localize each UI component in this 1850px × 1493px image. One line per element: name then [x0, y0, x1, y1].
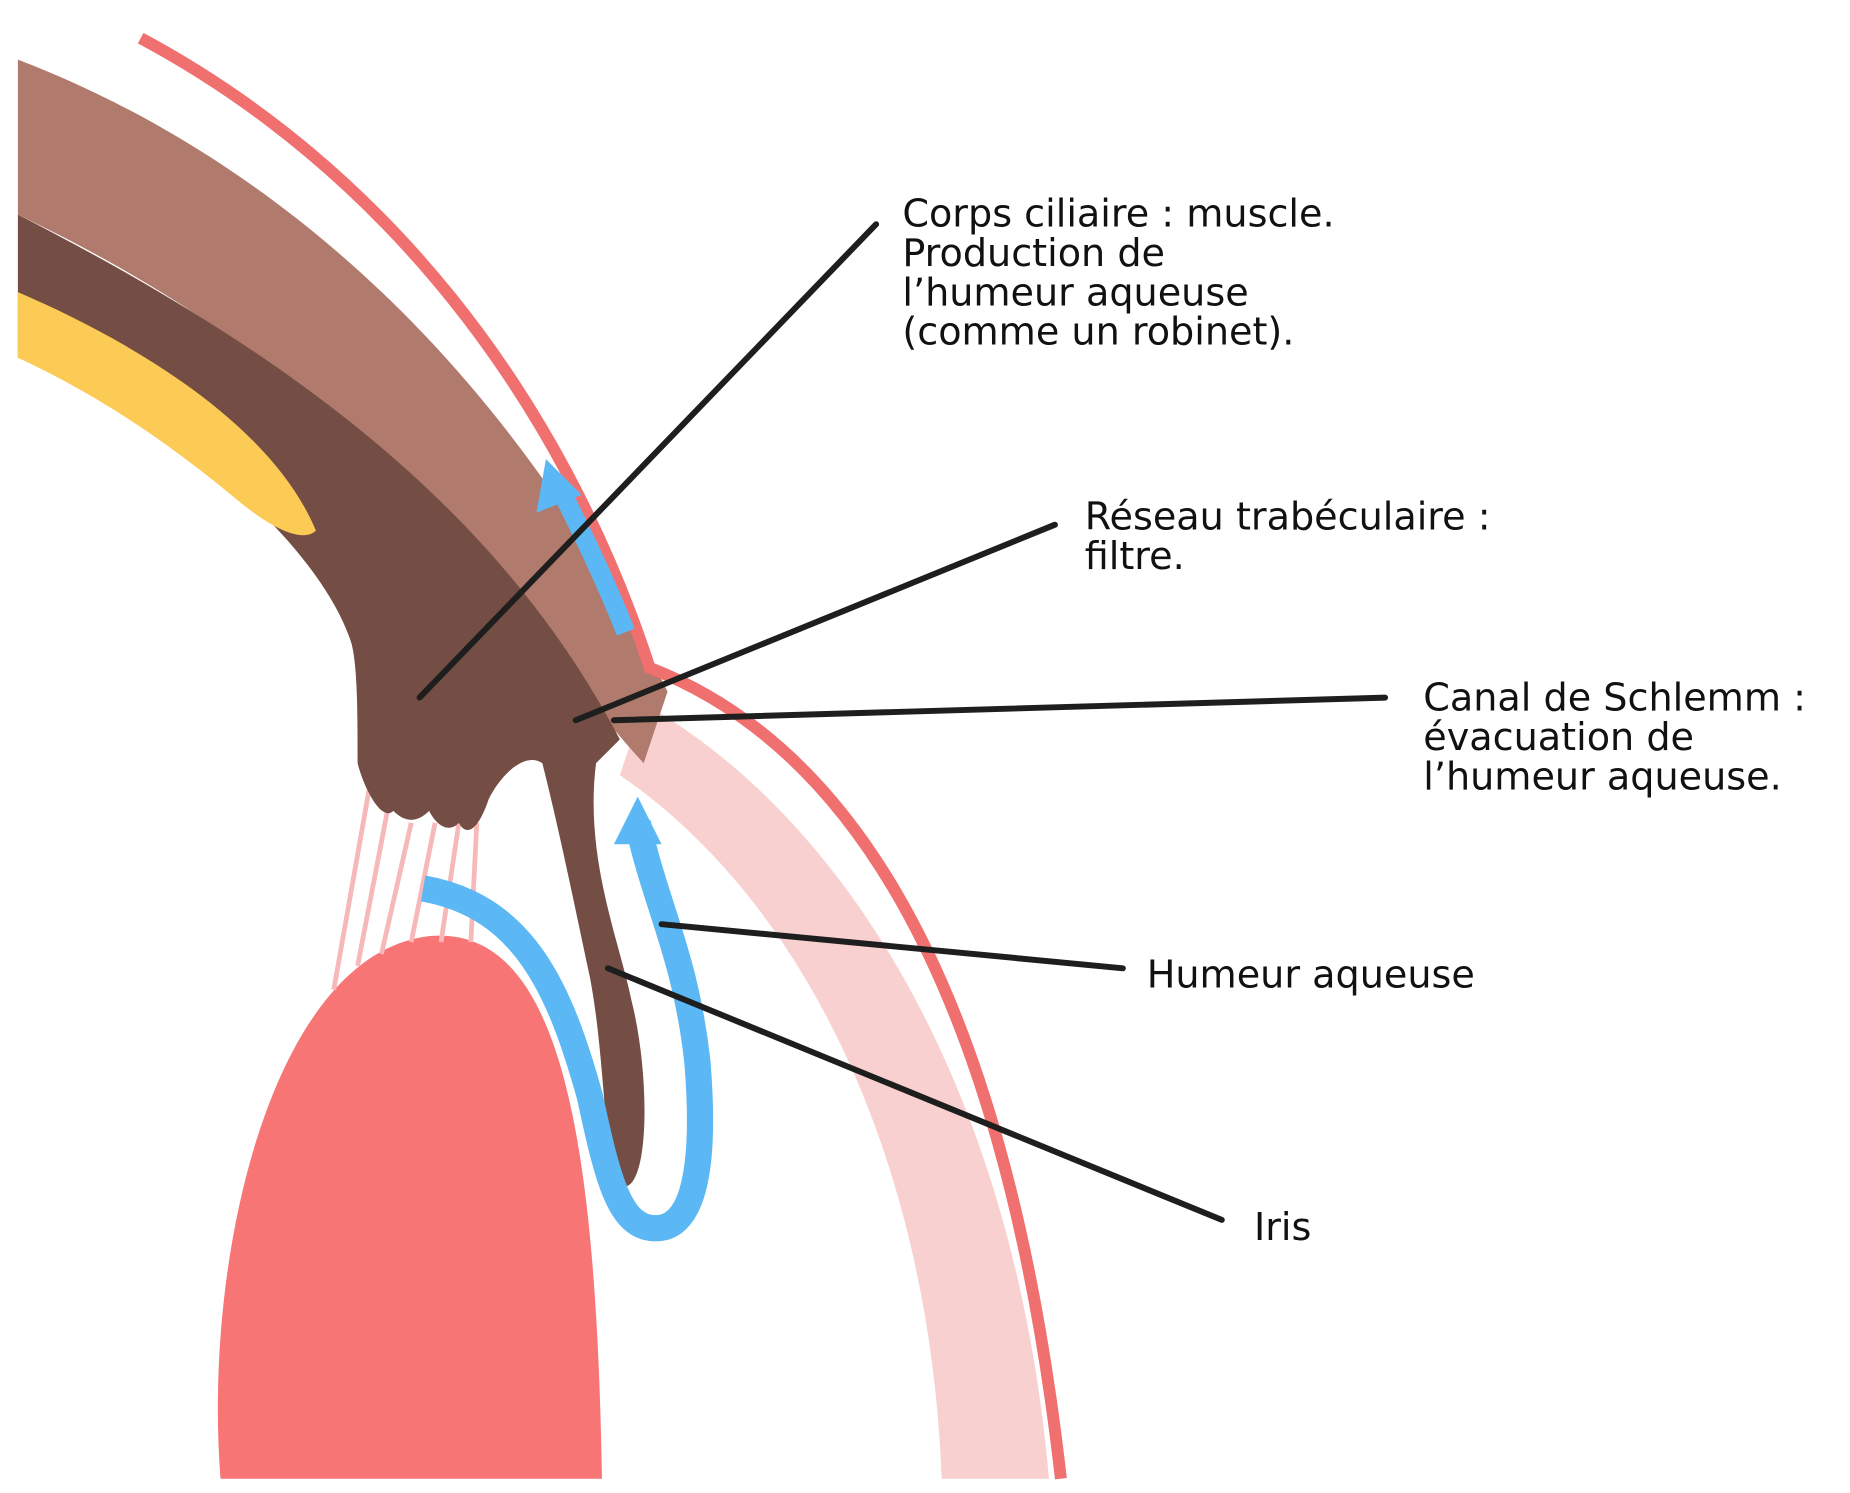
leader-ciliary — [416, 221, 880, 701]
label-schlemm: Canal de Schlemm : évacuation de l’humeu… — [1423, 676, 1818, 799]
arrow-up-icon — [536, 459, 582, 513]
ciliary-dark-body — [17, 214, 645, 1187]
leader-schlemm — [610, 694, 1389, 724]
leader-trabecular — [572, 521, 1058, 724]
lens-shape — [217, 935, 602, 1479]
lens-yellow-band — [17, 292, 316, 536]
sclera-outline — [137, 32, 1067, 1480]
cornea-band — [619, 703, 1049, 1479]
label-trabecular: Réseau trabéculaire : filtre. — [1085, 494, 1503, 577]
label-ciliary: Corps ciliaire : muscle. Production de l… — [902, 192, 1346, 354]
label-aqueous: Humeur aqueuse — [1147, 952, 1475, 996]
arrow-up-icon — [613, 796, 662, 845]
aqueous-flow-iris — [420, 820, 714, 1242]
leader-aqueous — [658, 921, 1126, 972]
aqueous-flow-upper — [551, 484, 635, 636]
label-iris: Iris — [1254, 1205, 1311, 1249]
leader-iris — [604, 965, 1225, 1223]
